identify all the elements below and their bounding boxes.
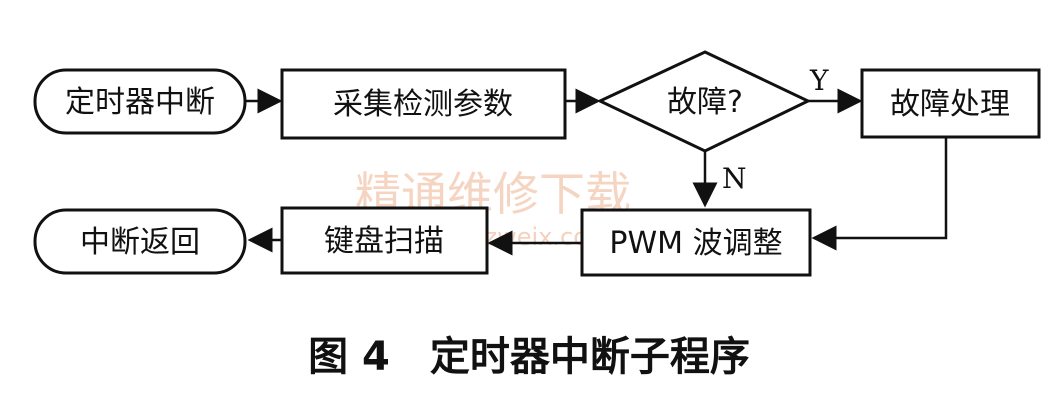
edges [245,88,948,256]
no-label: N [722,162,747,195]
node-fault-handling-label: 故障处理 [890,87,1010,122]
node-timer-interrupt-label: 定时器中断 [65,85,215,120]
node-fault-decision-label: 故障? [667,85,743,120]
node-keyboard-scan-label: 键盘扫描 [324,224,444,259]
node-interrupt-return-label: 中断返回 [80,225,200,260]
yes-label: Y [809,64,829,97]
node-interrupt-return: 中断返回 [33,208,247,275]
node-collect-params-label: 采集检测参数 [333,87,513,122]
edge-fault-to-pwm [811,137,948,251]
figure-caption: 图 4 定时器中断子程序 [308,334,750,380]
node-collect-params: 采集检测参数 [280,68,567,140]
node-timer-interrupt: 定时器中断 [33,68,247,135]
node-fault-handling: 故障处理 [860,68,1041,139]
node-fault-decision: 故障? [596,50,812,153]
node-keyboard-scan: 键盘扫描 [280,206,489,275]
node-pwm-adjust: PWM 波调整 [580,208,812,277]
node-pwm-adjust-label: PWM 波调整 [609,226,782,261]
